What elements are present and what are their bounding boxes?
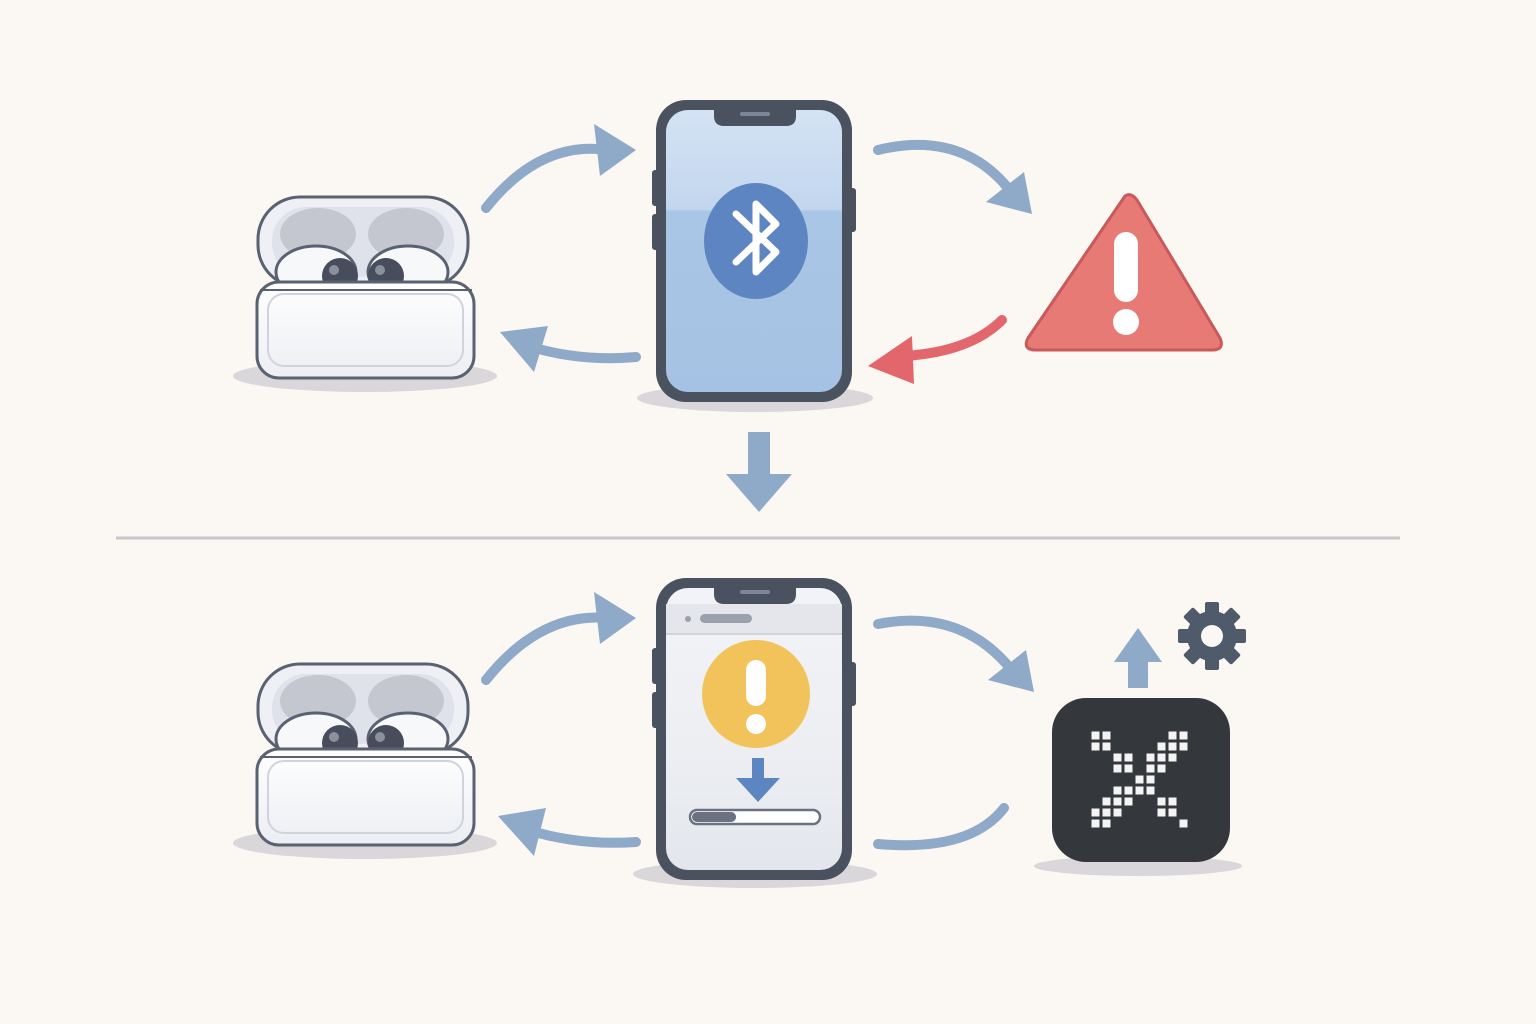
pixel-cell xyxy=(1168,808,1177,817)
pixel-cell xyxy=(1124,786,1133,795)
pixel-cell xyxy=(1168,797,1177,806)
pixel-cell xyxy=(1146,753,1155,762)
down-arrow xyxy=(726,432,792,512)
pixel-cell xyxy=(1168,731,1177,740)
earbuds-case-icon xyxy=(233,195,497,392)
pixel-cell xyxy=(1146,764,1155,773)
pixel-cell xyxy=(1113,797,1122,806)
pixel-cell xyxy=(1113,753,1122,762)
earbuds-case-icon xyxy=(233,662,497,859)
pixel-cell xyxy=(1146,786,1155,795)
phone-update xyxy=(633,578,877,888)
pixel-cell xyxy=(1157,764,1166,773)
pixel-cell xyxy=(1102,731,1111,740)
pixel-cell xyxy=(1135,775,1144,784)
pixel-cell xyxy=(1157,808,1166,817)
pixel-cell xyxy=(1113,786,1122,795)
pixel-cell xyxy=(1124,753,1133,762)
arrow-to-warning xyxy=(873,139,1032,214)
row-2 xyxy=(233,578,1246,888)
pixel-cell xyxy=(1124,797,1133,806)
pixel-cell xyxy=(1179,731,1188,740)
warning-return-arrow xyxy=(868,315,1007,384)
gear-icon xyxy=(1178,602,1246,670)
pixel-cell xyxy=(1091,808,1100,817)
bluetooth-icon xyxy=(704,183,808,299)
pixel-cell xyxy=(1102,808,1111,817)
pixel-cell xyxy=(1168,753,1177,762)
arrow-to-earbuds xyxy=(500,326,641,372)
arrow-to-phone xyxy=(481,592,636,685)
pixel-cell xyxy=(1102,742,1111,751)
arrow-to-earbuds xyxy=(498,808,641,856)
pixel-x-glyph xyxy=(1091,731,1188,828)
pixel-cell xyxy=(1091,819,1100,828)
pixel-cell xyxy=(1157,797,1166,806)
arrow-to-phone xyxy=(481,124,636,213)
download-icon xyxy=(736,758,780,802)
pixel-cell xyxy=(1179,742,1188,751)
pixel-cell xyxy=(1168,742,1177,751)
pixel-cell xyxy=(1157,753,1166,762)
row-1 xyxy=(233,100,1223,412)
alert-circle-icon xyxy=(702,640,810,748)
pixel-cell xyxy=(1135,786,1144,795)
pixel-cell xyxy=(1091,742,1100,751)
progress-fill xyxy=(692,812,737,822)
pixel-cell xyxy=(1157,742,1166,751)
pixel-cell xyxy=(1102,819,1111,828)
arrow-to-app xyxy=(873,615,1034,692)
pixel-cell xyxy=(1113,808,1122,817)
upload-arrow-icon xyxy=(1114,628,1162,688)
warning-triangle-icon xyxy=(1024,193,1223,352)
pixel-cell xyxy=(1124,764,1133,773)
pixel-cell xyxy=(1091,731,1100,740)
progress-bar xyxy=(688,808,822,826)
arrow-from-app xyxy=(873,803,1009,851)
app-tile-icon xyxy=(1034,698,1242,876)
pixel-cell xyxy=(1102,797,1111,806)
phone-bluetooth xyxy=(637,100,873,412)
pixel-cell xyxy=(1113,764,1122,773)
pixel-cell xyxy=(1179,819,1188,828)
pixel-cell xyxy=(1146,775,1155,784)
